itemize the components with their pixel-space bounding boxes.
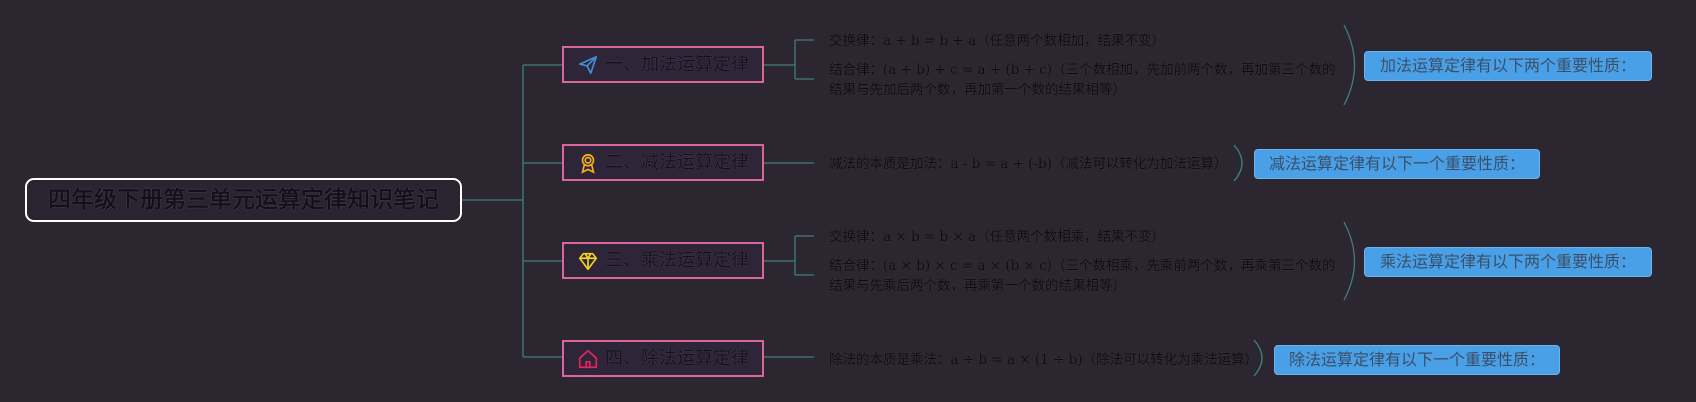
paper-plane-icon (577, 54, 599, 76)
summary-division[interactable]: 除法运算定律有以下一个重要性质： (1274, 345, 1560, 375)
brace-1 (1343, 24, 1356, 106)
diamond-icon (577, 250, 599, 272)
branch-label: 三、乘法运算定律 (605, 250, 749, 271)
leaf-multiplication-commutative[interactable]: 交换律：a × b = b × a（任意两个数相乘，结果不变） (829, 229, 1166, 245)
branch-addition[interactable]: 一、加法运算定律 (562, 46, 764, 83)
summary-addition[interactable]: 加法运算定律有以下两个重要性质： (1364, 51, 1652, 81)
leaf-addition-commutative[interactable]: 交换律：a + b = b + a（任意两个数相加，结果不变） (829, 33, 1166, 49)
brace-3 (1343, 221, 1356, 301)
home-icon (577, 348, 599, 370)
branch-subtraction[interactable]: 二、减法运算定律 (562, 144, 764, 181)
branch-multiplication[interactable]: 三、乘法运算定律 (562, 242, 764, 279)
brace-4 (1253, 339, 1263, 377)
branch-1-leaf-connector (764, 39, 814, 80)
branch-3-leaf-connector (764, 235, 814, 276)
summary-multiplication[interactable]: 乘法运算定律有以下两个重要性质： (1364, 247, 1652, 277)
branch-label: 一、加法运算定律 (605, 54, 749, 75)
branch-label: 二、减法运算定律 (605, 152, 749, 173)
branch-division[interactable]: 四、除法运算定律 (562, 340, 764, 377)
branch-label: 四、除法运算定律 (605, 348, 749, 369)
award-icon (577, 152, 599, 174)
leaf-division-essence[interactable]: 除法的本质是乘法：a ÷ b = a × (1 ÷ b)（除法可以转化为乘法运算… (829, 352, 1259, 368)
leaf-addition-associative[interactable]: 结合律：(a + b) + c = a + (b + c)（三个数相加，先加前两… (829, 62, 1336, 98)
root-topic[interactable]: 四年级下册第三单元运算定律知识笔记 (25, 178, 462, 222)
leaf-multiplication-associative[interactable]: 结合律：(a × b) × c = a × (b × c)（三个数相乘，先乘前两… (829, 258, 1336, 294)
summary-subtraction[interactable]: 减法运算定律有以下一个重要性质： (1254, 149, 1540, 179)
brace-2 (1233, 144, 1243, 182)
leaf-subtraction-essence[interactable]: 减法的本质是加法：a - b = a + (-b)（减法可以转化为加法运算） (829, 156, 1228, 172)
